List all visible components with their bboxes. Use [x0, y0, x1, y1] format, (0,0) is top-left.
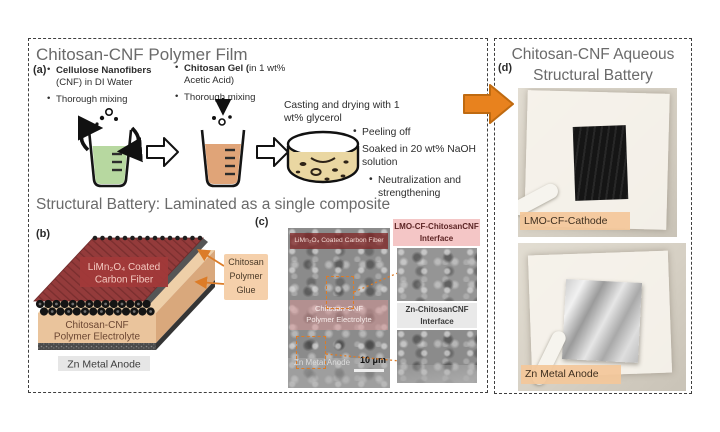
right-panel-title: Chitosan-CNF Aqueous Structural Battery [494, 45, 692, 87]
cathode-photo-label: LMO-CF-Cathode [520, 212, 630, 230]
cathode-photo: LMO-CF-Cathode [518, 88, 677, 237]
bullet-cnf: Cellulose Nanofibers (CNF) in DI Water [46, 64, 168, 90]
cathode-label-box [80, 257, 168, 287]
right-title-line1: Chitosan-CNF Aqueous [511, 46, 675, 63]
panel-a-step4-bullets: Peeling off Soaked in 20 wt% NaOH soluti… [352, 125, 482, 204]
step-arrow-icon-2 [256, 137, 289, 167]
bullet-cnf-rest: (CNF) in DI Water [56, 77, 133, 89]
cathode-black-square [572, 125, 629, 201]
petri-dish-icon [286, 130, 360, 184]
glue-label-line2: Polymer [229, 270, 263, 281]
zn-anode-label-box [58, 356, 150, 371]
inset1-label-line1: LMO-CF-ChitosanCNF [394, 222, 479, 231]
electrolyte-right-face [156, 250, 215, 343]
cathode-sheet-edge [144, 238, 208, 305]
bullet-neutralization: Neutralization and strengthening [368, 173, 474, 200]
anode-foil-square [561, 279, 643, 363]
sem-roi-box-top [326, 276, 354, 309]
bullet-mixing-2: Thorough mixing [174, 91, 296, 104]
glue-label-line1: Chitosan [228, 257, 264, 267]
electrolyte-front-face [38, 313, 156, 343]
sem-roi-box-bottom [296, 336, 326, 369]
panel-a-step2-bullets: Chitosan Gel (in 1 wt% Acetic Acid) Thor… [174, 62, 296, 108]
sem-cathode-band: LiMn₂O₄ Coated Carbon Fiber [290, 233, 388, 249]
inset2-label-line1: Zn-ChitosanCNF [405, 305, 469, 314]
cathode-label-line2: Carbon Fiber [95, 275, 154, 286]
sem-zn-region [288, 358, 390, 388]
zn-anode-label: Zn Metal Anode [67, 359, 141, 371]
fiber-scallops [92, 235, 203, 241]
panel-a-step1-bullets: Cellulose Nanofibers (CNF) in DI Water T… [46, 64, 168, 110]
casting-drying-text: Casting and drying with 1 wt% glycerol [284, 100, 400, 125]
sem-zn-anode-text: Zn Metal Anode [294, 358, 351, 367]
step-arrow-icon-1 [146, 137, 179, 167]
panel-b-label: (b) [36, 228, 51, 240]
bullet-cnf-bold: Cellulose Nanofibers [56, 65, 152, 76]
inset2-label: Zn-ChitosanCNF Interface [397, 303, 477, 328]
inset2-zn-surface [397, 365, 477, 383]
cathode-label-line1: LiMn₂O₄ Coated [88, 262, 160, 273]
transfer-arrow-icon [463, 84, 514, 124]
zn-layer-right [156, 280, 215, 350]
green-beaker-mixing-icon [77, 108, 143, 188]
sem-electrolyte-line2: Polymer Electrolyte [306, 315, 372, 325]
sem-main-image: LiMn₂O₄ Coated Carbon Fiber Chitosan-CNF… [288, 228, 390, 388]
zn-layer-front [38, 343, 156, 350]
bullet-mixing-1: Thorough mixing [46, 93, 168, 106]
orange-beaker-dropping-icon [200, 98, 246, 188]
glue-arrows-icon [194, 249, 225, 289]
battery-stack-diagram: Chitosan-CNF Polymer Electrolyte LiMn₂O₄… [33, 235, 215, 371]
sem-scale-bar [354, 369, 384, 372]
panel-d-label: (d) [498, 62, 513, 74]
left-panel-title: Chitosan-CNF Polymer Film [36, 45, 248, 64]
inset1-label-line2: Interface [419, 233, 454, 243]
glue-label-box: Chitosan Polymer Glue [224, 254, 268, 300]
sem-scale-text: 10 μm [359, 355, 386, 365]
inset2-sem-image [397, 330, 477, 383]
inset2-label-line2: Interface [420, 316, 454, 326]
bullet-peeling: Peeling off [352, 125, 482, 139]
bullet-chitosan-gel: Chitosan Gel (in 1 wt% Acetic Acid) [174, 62, 296, 88]
inset1-sem-image [397, 248, 477, 301]
inset1-label: LMO-CF-ChitosanCNF Interface [393, 219, 480, 246]
glue-label-line3: Glue [236, 284, 256, 295]
roi-connector-lines [325, 271, 401, 362]
panel-c-label: (c) [255, 216, 269, 228]
electrolyte-label-line2: Polymer Electrolyte [54, 332, 141, 343]
anode-photo: Zn Metal Anode [518, 243, 686, 391]
panel-a-label: (a) [33, 64, 47, 76]
carbon-fiber-circles [35, 299, 155, 316]
bullet-soaked: Soaked in 20 wt% NaOH solution [352, 142, 482, 169]
bullet-chitosan-gel-bold: Chitosan Gel ( [184, 63, 250, 74]
right-title-line2: Structural Battery [533, 66, 653, 84]
bullet-chitosan-gel-rest: in 1 wt% Acetic Acid) [184, 63, 286, 87]
electrolyte-label-line1: Chitosan-CNF [65, 320, 128, 331]
battery-section-title: Structural Battery: Laminated as a singl… [36, 196, 391, 213]
anode-photo-label: Zn Metal Anode [521, 365, 621, 384]
